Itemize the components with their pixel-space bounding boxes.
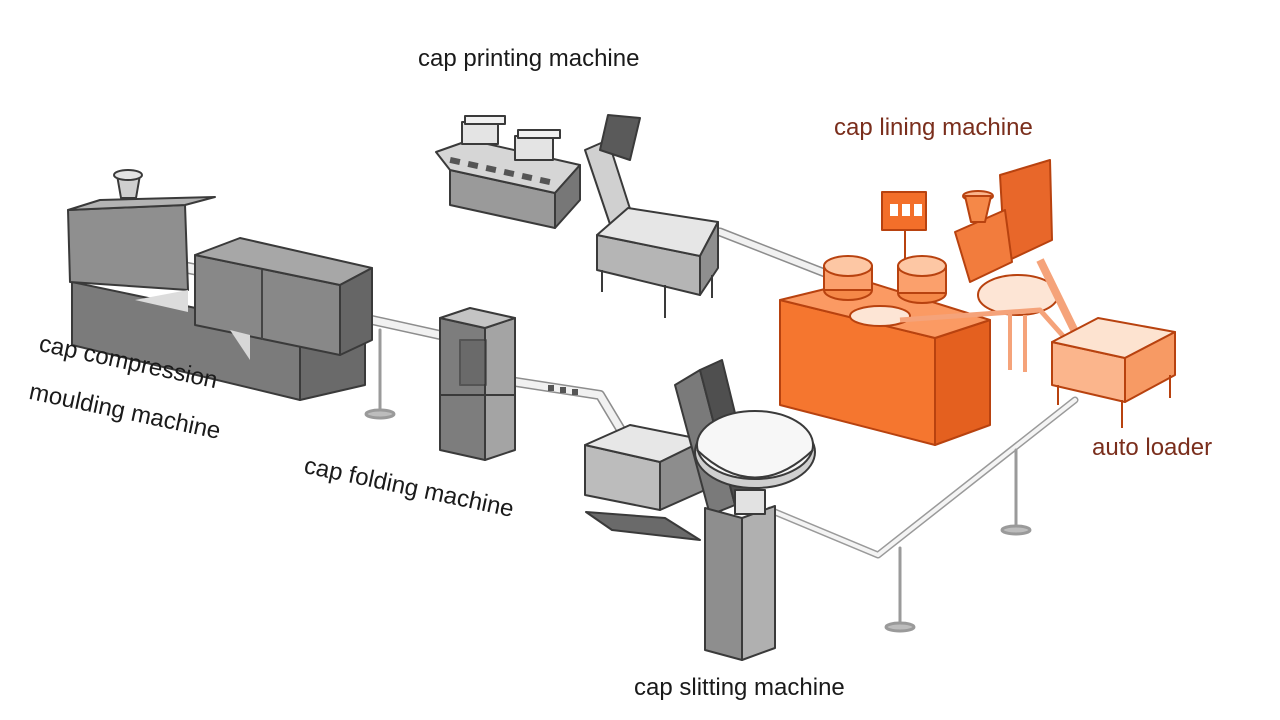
cap-slitting-machine [694, 410, 816, 661]
cap-folding-machine [439, 307, 516, 461]
cap-compression-moulding-machine [67, 169, 373, 401]
conveyor-folding-to-bin [485, 373, 635, 450]
label-cap-lining-machine: cap lining machine [834, 114, 1033, 141]
label-cap-slitting-machine: cap slitting machine [634, 674, 845, 701]
support-stands [364, 328, 1032, 633]
lining-turret-left [823, 255, 873, 301]
cap-printing-machine [435, 114, 719, 318]
auto-loader [1051, 317, 1176, 428]
lining-turret-right [897, 255, 947, 304]
conveyor-slitting-to-loader [766, 396, 1079, 559]
cap-lining-machine [779, 159, 1089, 446]
label-auto-loader: auto loader [1092, 434, 1213, 461]
printing-slots [449, 157, 551, 185]
label-cap-printing-machine: cap printing machine [418, 45, 640, 72]
